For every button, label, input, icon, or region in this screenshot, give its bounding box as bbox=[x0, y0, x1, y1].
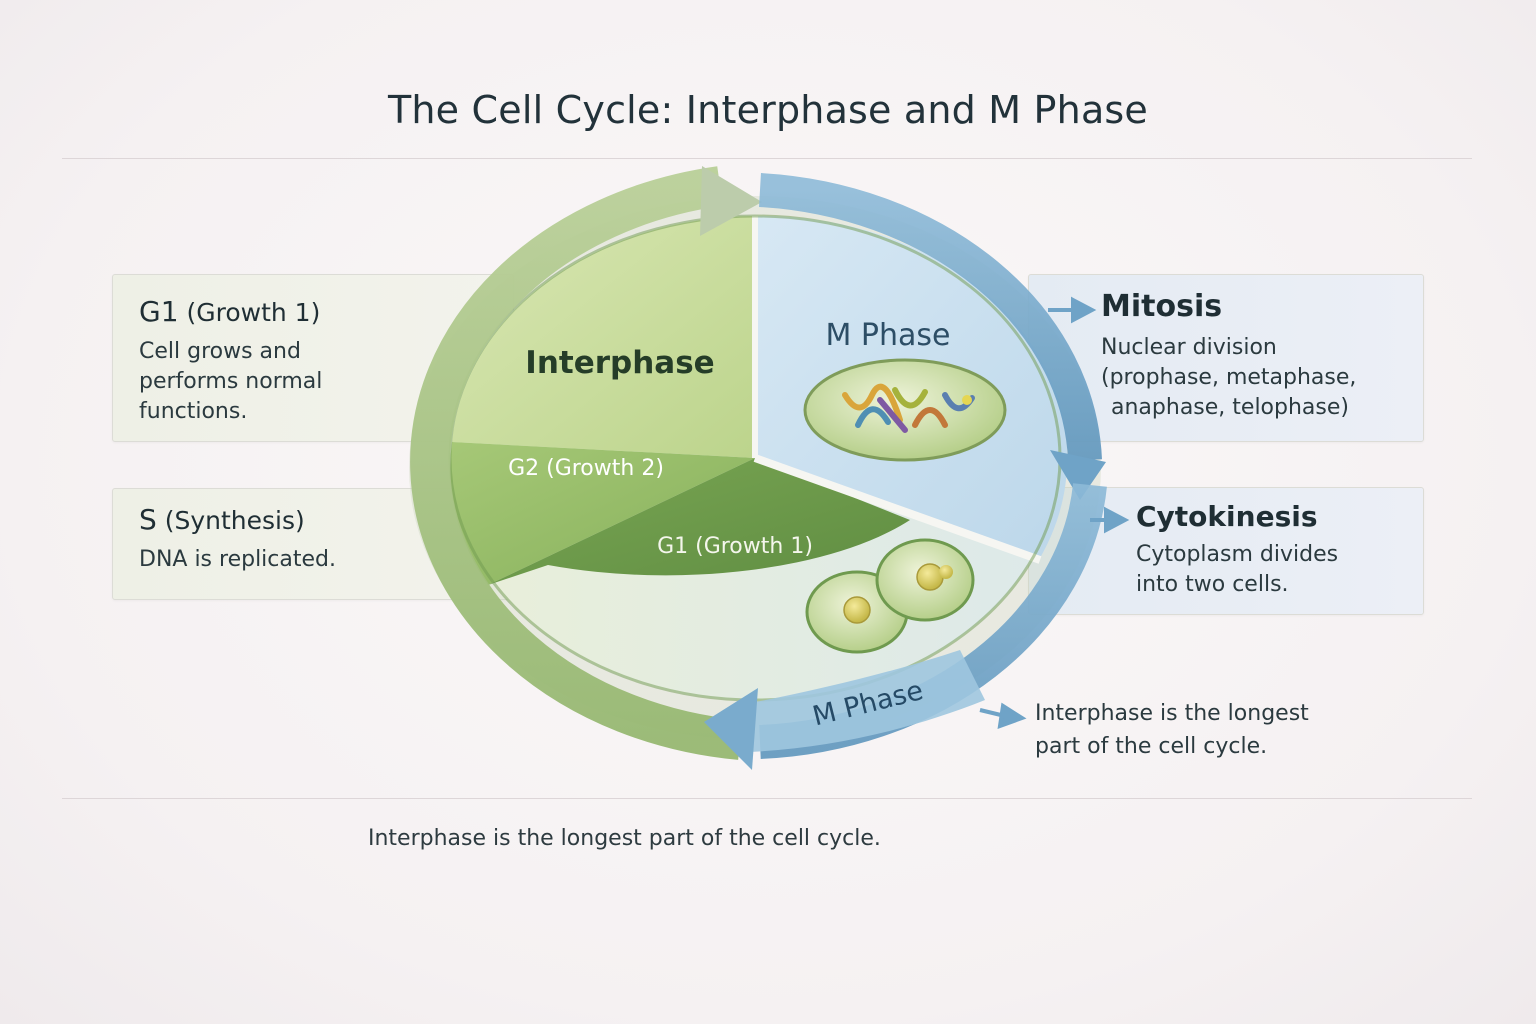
bottom-divider bbox=[62, 798, 1472, 799]
m-phase-ring-arrowhead bbox=[1050, 450, 1106, 500]
connector-arrows bbox=[979, 296, 1130, 730]
g2-segment bbox=[450, 442, 755, 585]
g1-info-heading: G1 (Growth 1) bbox=[139, 295, 320, 328]
m-phase-band-arrowhead bbox=[704, 688, 758, 770]
mitosis-info-line: Nuclear division bbox=[1101, 335, 1277, 360]
bottom-caption: Interphase is the longest part of the ce… bbox=[368, 826, 881, 851]
interphase-label: Interphase bbox=[525, 345, 714, 381]
cytokinesis-heading-text: Cytokinesis bbox=[1136, 500, 1318, 533]
interphase-segment bbox=[452, 216, 755, 458]
mitosis-heading: Mitosis bbox=[1101, 289, 1222, 324]
mitosis-info-box: Mitosis Nuclear division (prophase, meta… bbox=[1028, 274, 1424, 442]
mitosis-heading-text: Mitosis bbox=[1101, 289, 1223, 324]
g1-segment bbox=[488, 458, 910, 585]
g1-info-text: Cell grows and performs normal functions… bbox=[139, 337, 322, 427]
s-info-heading-main: S bbox=[139, 503, 157, 536]
segment-divider bbox=[753, 454, 1042, 564]
g1-info-line: Cell grows and bbox=[139, 339, 301, 364]
s-info-heading-sub: (Synthesis) bbox=[164, 506, 305, 535]
side-note-line: Interphase is the longest bbox=[1035, 701, 1309, 726]
g1-info-line: functions. bbox=[139, 399, 248, 424]
g2-label: G2 (Growth 2) bbox=[508, 456, 664, 481]
cytokinesis-heading: Cytokinesis bbox=[1136, 500, 1318, 533]
m-phase-ring-upper bbox=[759, 173, 1102, 461]
interphase-ring-arrowhead bbox=[700, 166, 762, 236]
s-info-line: DNA is replicated. bbox=[139, 547, 336, 572]
cytokinesis-info-text: Cytoplasm divides into two cells. bbox=[1136, 540, 1338, 600]
side-note: Interphase is the longest part of the ce… bbox=[1035, 697, 1309, 763]
s-info-heading: S (Synthesis) bbox=[139, 503, 305, 536]
g1-info-heading-main: G1 bbox=[139, 295, 179, 328]
dividing-nucleus-icon bbox=[803, 358, 1007, 462]
daughter-cells-icon bbox=[805, 538, 975, 654]
m-phase-label: M Phase bbox=[826, 318, 951, 353]
side-note-line: part of the cell cycle. bbox=[1035, 734, 1268, 759]
cytokinesis-info-line: into two cells. bbox=[1136, 572, 1289, 597]
mitosis-info-line: (prophase, metaphase, bbox=[1101, 365, 1357, 390]
centrosome-icon bbox=[962, 395, 972, 405]
top-divider bbox=[62, 158, 1472, 159]
page-title: The Cell Cycle: Interphase and M Phase bbox=[387, 88, 1149, 132]
g1-info-line: performs normal bbox=[139, 369, 323, 394]
mitosis-info-text: Nuclear division (prophase, metaphase, a… bbox=[1101, 333, 1356, 423]
mitosis-info-line: anaphase, telophase) bbox=[1111, 395, 1349, 420]
cytokinesis-info-line: Cytoplasm divides bbox=[1136, 542, 1339, 567]
m-phase-band bbox=[740, 650, 985, 752]
interphase-ring bbox=[410, 166, 742, 760]
s-info-text: DNA is replicated. bbox=[139, 545, 336, 575]
g1-label: G1 (Growth 1) bbox=[657, 534, 813, 559]
g1-info-heading-sub: (Growth 1) bbox=[186, 298, 321, 327]
